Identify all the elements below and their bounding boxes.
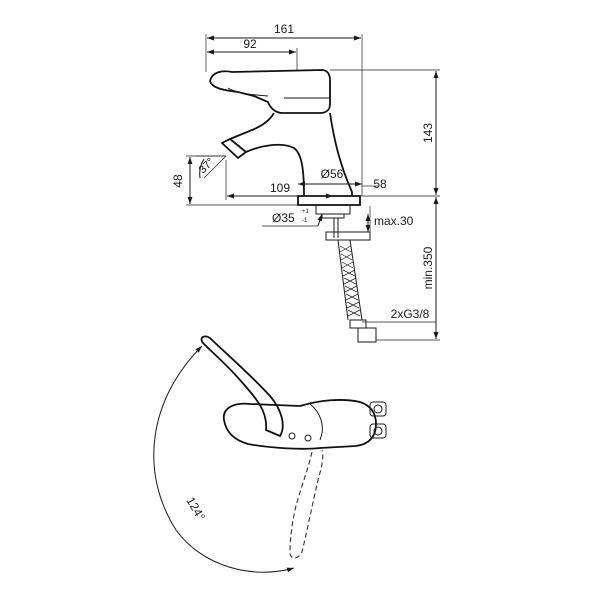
faucet-side-view-icon [209,69,377,343]
dim-hose-length: min.350 [421,246,435,289]
dim-deck-thickness: max.30 [374,214,414,228]
dim-spout-height: 48 [171,174,185,188]
dim-height: 143 [421,123,435,143]
dim-spout-reach: 109 [270,181,290,195]
dimension-labels: 161 92 143 37° 48 109 Ø56 58 Ø35 +1 -1 m… [171,22,435,321]
dim-hole-tol-upper: +1 [302,209,310,215]
dim-lever-offset: 92 [243,37,257,51]
dim-hole-tol-lower: -1 [302,218,308,224]
dim-hole-diameter: Ø35 [272,211,295,225]
dim-base-offset: 58 [373,177,387,191]
dim-connection: 2xG3/8 [391,307,430,321]
dim-overall-length: 161 [274,22,294,36]
dim-lever-rotation: 124° [183,495,208,524]
faucet-top-view-icon [153,335,387,573]
dimension-lines [186,34,440,341]
dim-body-diameter: Ø56 [321,167,344,181]
